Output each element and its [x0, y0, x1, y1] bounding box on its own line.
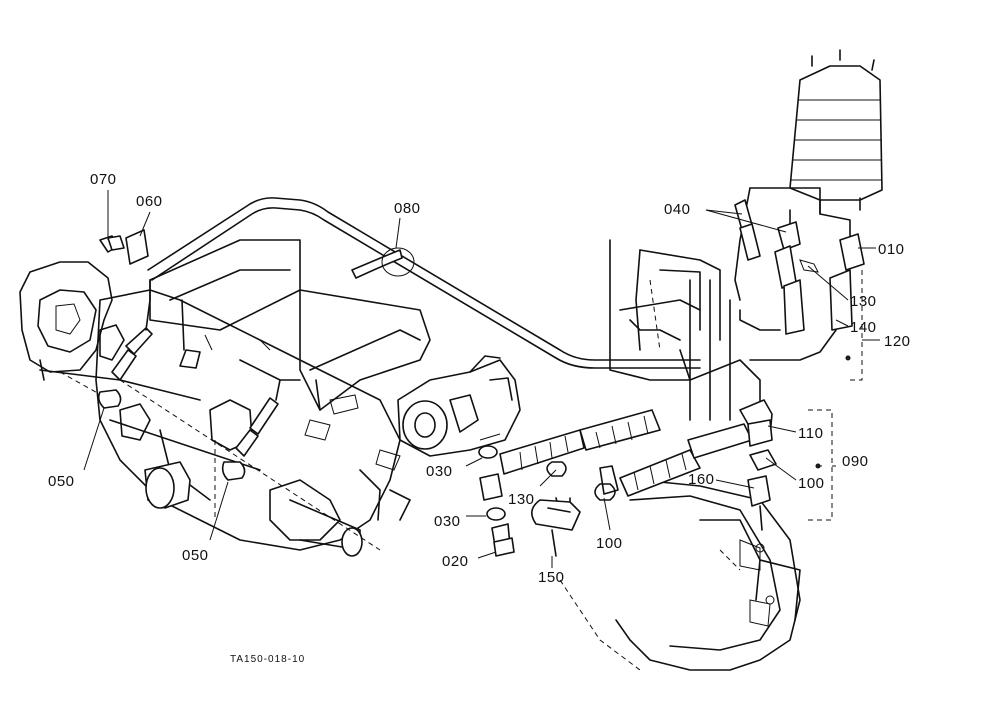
callout-050-left: 050: [48, 473, 75, 490]
leader-lines: [83, 190, 880, 568]
small-parts: [97, 229, 515, 557]
callout-040: 040: [664, 201, 691, 218]
diagram-code: TA150-018-10: [230, 654, 305, 665]
callout-080: 080: [394, 200, 421, 217]
callout-100-right: 100: [798, 475, 825, 492]
callout-160: 160: [688, 471, 715, 488]
callout-070: 070: [90, 171, 117, 188]
hydraulic-pump: [397, 355, 521, 457]
callout-110: 110: [798, 425, 823, 442]
callout-020: 020: [442, 553, 469, 570]
callout-060: 060: [136, 193, 163, 210]
suction-hose: [499, 399, 833, 557]
callout-030-upper: 030: [426, 463, 453, 480]
callout-100-lower: 100: [596, 535, 623, 552]
callout-130-lower: 130: [508, 491, 535, 508]
callout-010: 010: [878, 241, 905, 258]
callout-150: 150: [538, 569, 565, 586]
callout-labels: 070 060 080 040 010 130 140 120 110 090 …: [48, 171, 911, 665]
lift-cylinder: [789, 49, 883, 215]
hoses: [734, 187, 865, 381]
callout-130-upper: 130: [850, 293, 877, 310]
transmission-case: [19, 239, 431, 557]
callout-090: 090: [842, 453, 869, 470]
callout-050-lower: 050: [182, 547, 209, 564]
callout-140: 140: [850, 319, 877, 336]
callout-030-lower: 030: [434, 513, 461, 530]
callout-120: 120: [884, 333, 911, 350]
hydraulic-pipe: [147, 197, 701, 369]
